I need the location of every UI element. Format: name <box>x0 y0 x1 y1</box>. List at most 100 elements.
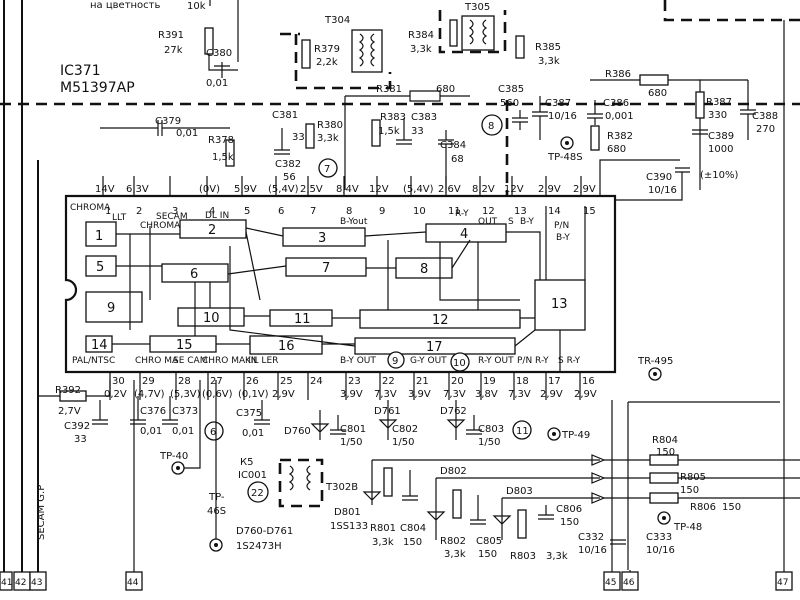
ic-part: M51397AP <box>60 80 135 96</box>
t305-shield <box>438 10 507 54</box>
top-pin-number: 4 <box>209 206 215 217</box>
connector-46[interactable]: 46 <box>621 571 639 591</box>
r805-symbol <box>649 472 679 484</box>
r806-value: 150 <box>722 502 741 513</box>
c332-value: 10/16 <box>578 545 607 556</box>
circled-mark-6: 6 <box>204 421 224 441</box>
block-3 <box>282 227 366 247</box>
c380-value: 0,01 <box>206 78 228 89</box>
r805-label: R805 <box>680 472 706 483</box>
label-pal-ntsc: PAL/NTSC <box>72 356 115 366</box>
c804-symbol <box>402 470 418 501</box>
ic001-label: IC001 <box>238 470 267 481</box>
block-9 <box>85 291 143 323</box>
block-15-label: 15 <box>176 338 193 353</box>
bottom-pin-number: 29 <box>142 376 155 387</box>
r380-symbol <box>305 123 315 149</box>
c382-value: 56 <box>283 172 296 183</box>
block-14-label: 14 <box>91 338 108 353</box>
t304-symbol <box>351 29 383 73</box>
top-pin-voltage: 2,9V <box>573 184 596 195</box>
bottom-pin-number: 26 <box>246 376 259 387</box>
top-pin-number: 2 <box>136 206 142 217</box>
c804-value: 150 <box>403 537 422 548</box>
t305-symbol <box>461 15 495 51</box>
t304-coils <box>358 33 376 67</box>
block-5-label: 5 <box>96 260 104 275</box>
c803-symbol <box>466 415 482 435</box>
tp49-label: TP-49 <box>561 430 590 441</box>
connector-45[interactable]: 45 <box>603 571 621 591</box>
c380-label: C380 <box>206 48 232 59</box>
c383-label: C383 <box>411 112 437 123</box>
r392-symbol <box>59 390 87 402</box>
c373-symbol <box>162 396 178 425</box>
bottom-pin-voltage: 2,9V <box>540 389 563 400</box>
connector-41[interactable]: 41 <box>0 571 13 591</box>
top-pin-voltage: 14V <box>95 184 115 195</box>
svg-text:47: 47 <box>777 578 788 588</box>
block-7-label: 7 <box>322 261 330 276</box>
connector-47[interactable]: 47 <box>775 571 793 591</box>
module-boundary-corner <box>663 0 800 22</box>
bottom-pin-voltage: (0,6V) <box>202 389 233 400</box>
top-pin-voltage: (5,4V) <box>403 184 434 195</box>
c389-symbol <box>692 129 708 135</box>
c379-symbol <box>100 120 230 136</box>
r380-value: 3,3k <box>317 133 339 144</box>
connector-43[interactable]: 43 <box>29 571 47 591</box>
block-4 <box>425 223 507 243</box>
c376-symbol <box>130 396 146 425</box>
c806-label: C806 <box>556 504 582 515</box>
c388-value: 270 <box>756 124 775 135</box>
block-16-label: 16 <box>278 339 295 354</box>
d803-label: D803 <box>506 486 533 497</box>
top-pin-number: 3 <box>172 206 178 217</box>
r378-value: 1,5k <box>212 152 234 163</box>
c804-label: C804 <box>400 523 426 534</box>
c382-label: C382 <box>275 159 301 170</box>
circled-mark-9: 9 <box>387 351 405 369</box>
c386-symbol <box>587 100 603 125</box>
d762-label: D762 <box>440 406 467 417</box>
connector-leads <box>133 380 631 572</box>
c392-symbol <box>92 400 108 425</box>
c383-symbol <box>396 118 412 145</box>
c805-value: 150 <box>478 549 497 560</box>
d801-symbol <box>362 460 382 505</box>
bottom-pin-number: 21 <box>416 376 429 387</box>
c384-symbol <box>438 130 454 190</box>
top-pin-number: 13 <box>514 206 527 217</box>
c379-value: 0,01 <box>176 128 198 139</box>
connector-42[interactable]: 42 <box>13 571 31 591</box>
r381-value: 680 <box>436 84 455 95</box>
d801-value: 1SS133 <box>330 521 368 532</box>
bottom-pin-voltage: (4,7V) <box>134 389 165 400</box>
r380-label: R380 <box>317 120 343 131</box>
c381-label: C381 <box>272 110 298 121</box>
r801-symbol <box>383 467 393 497</box>
connector-44[interactable]: 44 <box>125 571 143 591</box>
bottom-pin-number: 24 <box>310 376 323 387</box>
svg-text:11: 11 <box>516 426 529 437</box>
bottom-pin-number: 19 <box>483 376 496 387</box>
r802-symbol <box>452 489 462 519</box>
svg-text:9: 9 <box>392 356 398 367</box>
c389-label: C389 <box>708 131 734 142</box>
top-pin-voltage: (0V) <box>199 184 220 195</box>
t304-shield <box>280 32 392 90</box>
label-b-y: B-Y <box>520 217 534 227</box>
c390-value: 10/16 <box>648 185 677 196</box>
tolerance-note: (±10%) <box>700 170 739 181</box>
block-2 <box>179 219 247 239</box>
top-pin-voltage: 8,4V <box>336 184 359 195</box>
top-pin-voltage: 2,9V <box>538 184 561 195</box>
top-pin-voltage: 5,9V <box>234 184 257 195</box>
t302b-coils <box>288 465 312 491</box>
tp48s-label: TP-48S <box>547 152 583 163</box>
label-chroma2: CHROMA <box>140 221 181 231</box>
r391-label: R391 <box>158 30 184 41</box>
tr495-label: TR-495 <box>637 356 673 367</box>
block-13-label: 13 <box>551 297 568 312</box>
r382-value: 680 <box>607 144 626 155</box>
